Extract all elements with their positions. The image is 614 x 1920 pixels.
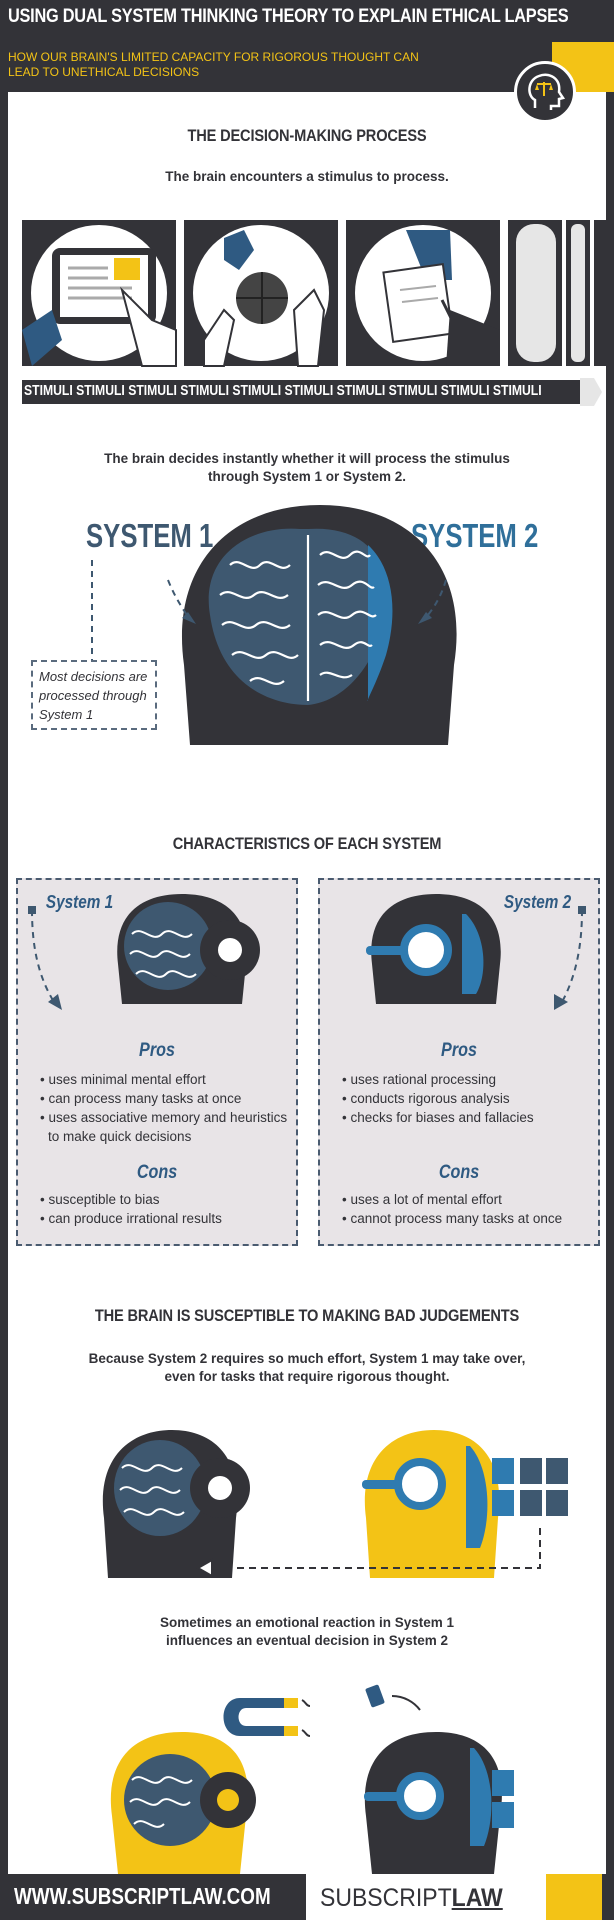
list-item: uses rational processing [342,1070,534,1089]
stimuli-illustrations [22,220,614,367]
tablet-stimulus-panel [22,220,177,367]
system-2-head-yellow [362,1430,568,1578]
system-1-cons-list: susceptible to bias can produce irration… [40,1190,222,1228]
magnet-icon [223,1698,311,1737]
brand-light: SUBSCRIPT [320,1884,452,1912]
stimuli-text: STIMULI STIMULI STIMULI STIMULI STIMULI … [24,383,542,399]
system-1-characteristics-box: System 1 Pros uses minimal mental effort… [16,878,298,1246]
footer-accent [546,1874,602,1920]
judgements-text-line-1: Because System 2 requires so much effort… [88,1351,526,1366]
section-title-bad-judgements: THE BRAIN IS SUSCEPTIBLE TO MAKING BAD J… [94,1306,520,1325]
judgements-text-line-3: Sometimes an emotional reaction in Syste… [159,1615,455,1630]
judgements-text-line-2: even for tasks that require rigorous tho… [164,1369,450,1384]
system-2-box-label: System 2 [503,892,572,912]
system-1-takeover-illustration [102,1430,568,1578]
page-title: USING DUAL SYSTEM THINKING THEORY TO EXP… [8,6,569,27]
header: USING DUAL SYSTEM THINKING THEORY TO EXP… [0,0,614,92]
stimulus-intro-text: The brain encounters a stimulus to proce… [165,169,449,184]
system-2-pros-heading: Pros [441,1040,477,1061]
system-1-label: SYSTEM 1 [86,517,214,554]
system-1-box-label: System 1 [45,892,114,912]
brand-bold: LAW [451,1884,503,1912]
list-item: conducts rigorous analysis [342,1089,534,1108]
system-2-head-dark [364,1684,514,1874]
brain-head-illustration [181,505,457,745]
footer-url[interactable]: WWW.SUBSCRIPTLAW.COM [14,1883,271,1909]
system-1-pros-list: uses minimal mental effort can process m… [40,1070,296,1146]
system-1-arrow [28,906,62,1010]
system-2-label: SYSTEM 2 [411,517,539,554]
emotional-influence-illustration [110,1684,514,1874]
system-2-cons-heading: Cons [438,1162,480,1183]
system-2-cons-list: uses a lot of mental effort cannot proce… [342,1190,562,1228]
system-2-head-magnifier-illustration [366,894,501,1004]
document-stimulus-panel [346,220,500,366]
list-item: cannot process many tasks at once [342,1209,562,1228]
list-item: uses a lot of mental effort [342,1190,562,1209]
system-1-head-yellow [110,1732,256,1874]
section-title-decision-process: THE DECISION-MAKING PROCESS [187,126,427,145]
system-1-head-gear [102,1430,250,1578]
footer: WWW.SUBSCRIPTLAW.COM SUBSCRIPTLAW [0,1874,614,1920]
system-1-cons-heading: Cons [136,1162,178,1183]
system-1-note-text: Most decisions are processed through Sys… [39,669,148,722]
system-2-characteristics-box: System 2 Pros uses rational processing c… [318,878,600,1246]
list-item: susceptible to bias [40,1190,222,1209]
system-connectors [91,560,447,660]
stimuli-arrow-icon [580,378,602,406]
decision-text-line-2: through System 1 or System 2. [207,469,407,484]
system-1-head-gear-illustration [117,894,260,1004]
head-with-scales-icon [514,61,576,123]
list-item: can produce irrational results [40,1209,221,1228]
list-item: checks for biases and fallacies [342,1108,533,1127]
section-title-characteristics: CHARACTERISTICS OF EACH SYSTEM [172,834,442,853]
system-1-pros-heading: Pros [139,1040,175,1061]
basketball-stimulus-panel [184,220,338,367]
brand-box: SUBSCRIPTLAW [306,1874,546,1920]
system-1-note: Most decisions are processed through Sys… [31,660,157,730]
list-item: can process many tasks at once [40,1089,296,1108]
brand-logo: SUBSCRIPTLAW [320,1884,503,1913]
system-2-pros-list: uses rational processing conducts rigoro… [342,1070,534,1127]
decision-text-line-1: The brain decides instantly whether it w… [104,451,510,466]
list-item: uses associative memory and heuristics t… [40,1108,296,1146]
list-item: uses minimal mental effort [40,1070,296,1089]
judgements-text-line-4: influences an eventual decision in Syste… [165,1633,449,1648]
system-2-arrow [554,906,586,1010]
stimuli-bar: STIMULI STIMULI STIMULI STIMULI STIMULI … [22,380,592,404]
page-subtitle: HOW OUR BRAIN'S LIMITED CAPACITY FOR RIG… [8,50,419,79]
blurred-stimulus-panels [508,220,614,366]
